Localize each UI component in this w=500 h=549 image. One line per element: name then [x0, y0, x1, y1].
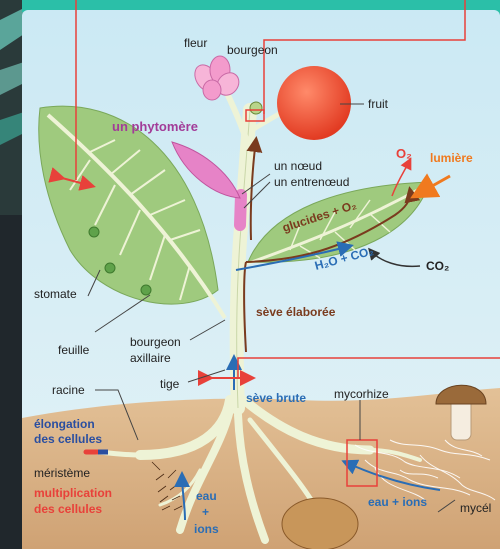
label-bourgeon-axillaire-1: bourgeon: [130, 335, 181, 349]
label-mycorhize: mycorhize: [334, 387, 389, 401]
label-phytomere: un phytomère: [112, 119, 198, 134]
label-multiplication-1: multiplication: [34, 486, 112, 500]
label-lumiere: lumière: [430, 151, 473, 165]
label-seve-elaboree: sève élaborée: [256, 305, 336, 319]
label-seve-brute: sève brute: [246, 391, 306, 405]
bourgeon-bud: [250, 102, 262, 114]
label-elongation-1: élongation: [34, 417, 95, 431]
label-multiplication-2: des cellules: [34, 502, 102, 516]
label-bourgeon: bourgeon: [227, 43, 278, 57]
label-mycel: mycél: [460, 501, 491, 515]
label-stomate: stomate: [34, 287, 77, 301]
label-entrenoeud: un entrenœud: [274, 175, 349, 189]
label-eau-1: eau: [196, 489, 217, 503]
label-o2-top: O₂: [396, 146, 412, 161]
fruit-shape: [277, 66, 351, 140]
label-elongation-2: des cellules: [34, 432, 102, 446]
label-eau-ions: eau + ions: [368, 495, 427, 509]
label-meristeme: méristème: [34, 466, 90, 480]
label-noeud: un nœud: [274, 159, 322, 173]
label-bourgeon-axillaire-2: axillaire: [130, 351, 171, 365]
label-fruit: fruit: [368, 97, 389, 111]
label-eau-2: +: [202, 505, 209, 519]
label-racine: racine: [52, 383, 85, 397]
label-feuille: feuille: [58, 343, 90, 357]
label-eau-3: ions: [194, 522, 219, 536]
internode-highlight: [240, 195, 241, 225]
label-tige: tige: [160, 377, 180, 391]
label-co2: CO₂: [426, 259, 449, 273]
label-fleur: fleur: [184, 36, 207, 50]
tuber: [282, 498, 358, 549]
